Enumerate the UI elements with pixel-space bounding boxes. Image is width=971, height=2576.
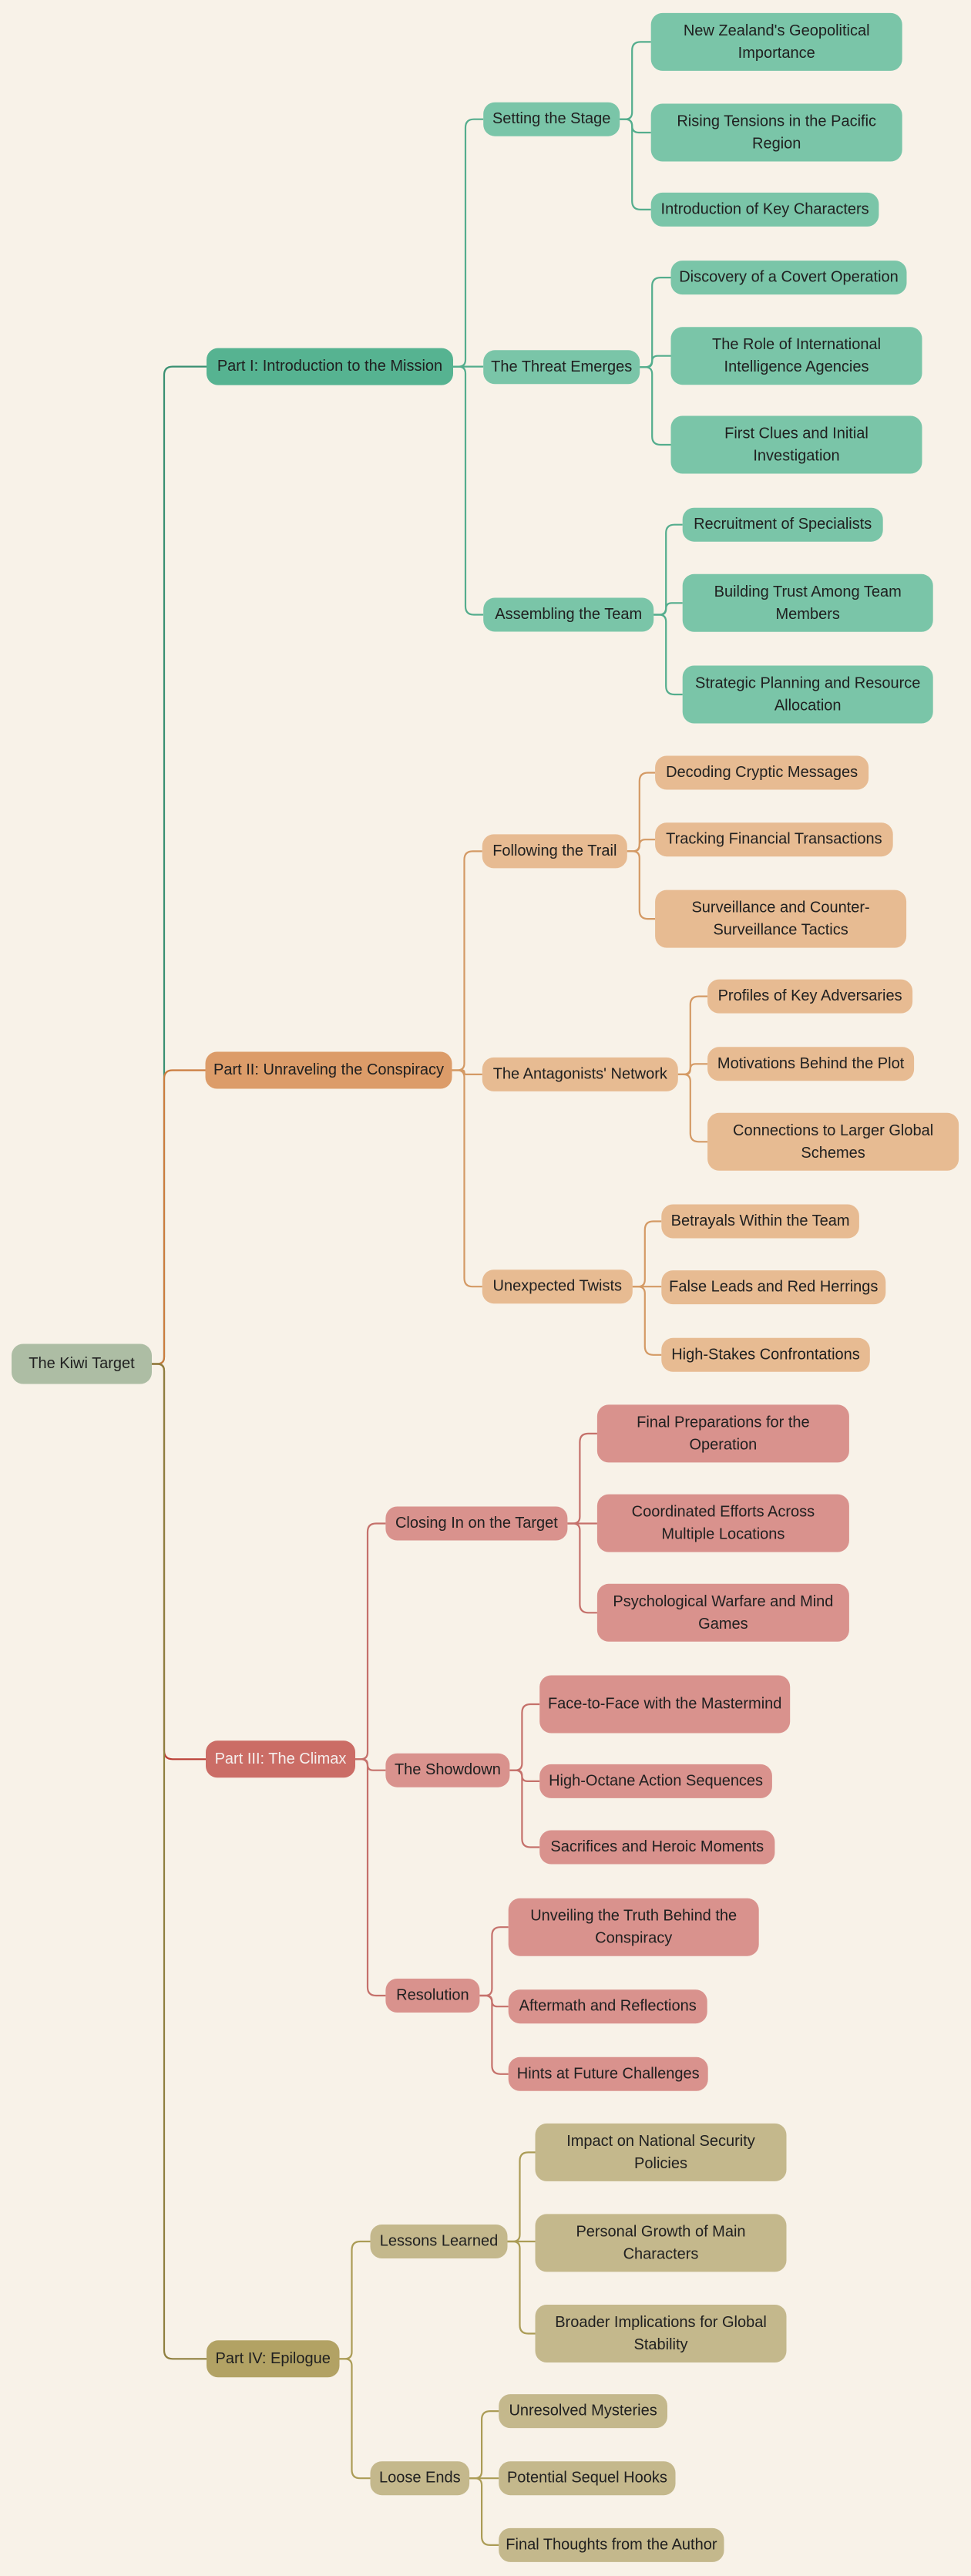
- svg-text:Impact on National Security: Impact on National Security: [566, 2133, 755, 2150]
- svg-text:Setting the Stage: Setting the Stage: [492, 110, 610, 127]
- svg-text:Broader Implications for Globa: Broader Implications for Global: [555, 2314, 767, 2331]
- svg-text:Conspiracy: Conspiracy: [595, 1930, 672, 1947]
- svg-text:Tracking Financial Transaction: Tracking Financial Transactions: [666, 831, 882, 848]
- svg-text:Introduction of Key Characters: Introduction of Key Characters: [661, 200, 869, 217]
- svg-text:Games: Games: [698, 1616, 748, 1633]
- svg-text:High-Stakes Confrontations: High-Stakes Confrontations: [671, 1346, 860, 1363]
- svg-text:Betrayals Within the Team: Betrayals Within the Team: [671, 1212, 850, 1229]
- svg-text:New Zealand's Geopolitical: New Zealand's Geopolitical: [684, 22, 870, 39]
- svg-text:Surveillance Tactics: Surveillance Tactics: [713, 922, 848, 939]
- svg-text:False Leads and Red Herrings: False Leads and Red Herrings: [669, 1279, 878, 1296]
- svg-text:Strategic Planning and Resourc: Strategic Planning and Resource: [695, 675, 920, 692]
- svg-text:Face-to-Face with the Mastermi: Face-to-Face with the Mastermind: [548, 1696, 781, 1713]
- svg-text:Unexpected Twists: Unexpected Twists: [493, 1278, 623, 1295]
- svg-text:Following the Trail: Following the Trail: [492, 842, 617, 859]
- svg-text:Allocation: Allocation: [774, 698, 842, 715]
- svg-text:Multiple Locations: Multiple Locations: [661, 1526, 785, 1543]
- svg-text:Rising Tensions in the Pacific: Rising Tensions in the Pacific: [677, 113, 876, 130]
- svg-text:Connections to Larger Global: Connections to Larger Global: [733, 1122, 933, 1139]
- svg-text:Characters: Characters: [623, 2245, 699, 2262]
- svg-text:Unresolved Mysteries: Unresolved Mysteries: [509, 2403, 657, 2420]
- svg-text:The Antagonists' Network: The Antagonists' Network: [493, 1065, 668, 1082]
- svg-text:Aftermath and Reflections: Aftermath and Reflections: [519, 1998, 697, 2015]
- svg-text:Intelligence Agencies: Intelligence Agencies: [724, 358, 869, 375]
- svg-text:Schemes: Schemes: [801, 1145, 865, 1162]
- svg-text:The Kiwi Target: The Kiwi Target: [29, 1355, 135, 1372]
- svg-text:Stability: Stability: [633, 2336, 687, 2353]
- svg-text:Loose Ends: Loose Ends: [379, 2470, 461, 2487]
- svg-text:Discovery of a Covert Operatio: Discovery of a Covert Operation: [679, 269, 899, 286]
- svg-text:Potential Sequel Hooks: Potential Sequel Hooks: [507, 2470, 667, 2487]
- svg-text:Lessons Learned: Lessons Learned: [380, 2233, 498, 2250]
- svg-text:Closing In on the Target: Closing In on the Target: [395, 1515, 558, 1532]
- svg-text:Investigation: Investigation: [753, 448, 839, 465]
- svg-text:Coordinated Efforts Across: Coordinated Efforts Across: [632, 1504, 815, 1521]
- svg-text:Operation: Operation: [689, 1436, 757, 1453]
- svg-text:Motivations Behind the Plot: Motivations Behind the Plot: [717, 1055, 905, 1072]
- svg-text:Building Trust Among Team: Building Trust Among Team: [714, 583, 902, 600]
- svg-text:Profiles of Key Adversaries: Profiles of Key Adversaries: [718, 987, 902, 1004]
- svg-text:Hints at Future Challenges: Hints at Future Challenges: [517, 2065, 700, 2082]
- svg-text:Final Preparations for the: Final Preparations for the: [637, 1414, 810, 1431]
- svg-text:The Showdown: The Showdown: [395, 1761, 501, 1778]
- svg-text:High-Octane Action Sequences: High-Octane Action Sequences: [549, 1772, 763, 1789]
- svg-text:Recruitment of Specialists: Recruitment of Specialists: [694, 516, 872, 533]
- svg-text:Psychological Warfare and Mind: Psychological Warfare and Mind: [613, 1593, 833, 1610]
- svg-text:Decoding Cryptic Messages: Decoding Cryptic Messages: [666, 764, 858, 781]
- svg-text:Part IV: Epilogue: Part IV: Epilogue: [216, 2350, 331, 2367]
- svg-text:First Clues and Initial: First Clues and Initial: [724, 425, 869, 442]
- svg-text:Importance: Importance: [738, 45, 815, 62]
- svg-text:Part I: Introduction to the Mi: Part I: Introduction to the Mission: [217, 358, 442, 375]
- svg-text:Personal Growth of Main: Personal Growth of Main: [576, 2223, 745, 2240]
- svg-text:Surveillance and Counter-: Surveillance and Counter-: [691, 900, 869, 916]
- svg-text:Resolution: Resolution: [396, 1987, 469, 2004]
- svg-text:Unveiling the Truth Behind the: Unveiling the Truth Behind the: [530, 1908, 737, 1925]
- svg-text:Assembling the Team: Assembling the Team: [495, 606, 642, 623]
- svg-text:Part III: The Climax: Part III: The Climax: [215, 1750, 347, 1767]
- svg-text:Region: Region: [752, 136, 801, 153]
- svg-text:The Role of International: The Role of International: [712, 336, 881, 353]
- svg-text:Final Thoughts from the Author: Final Thoughts from the Author: [506, 2536, 717, 2553]
- svg-text:The Threat Emerges: The Threat Emerges: [491, 358, 632, 375]
- svg-text:Sacrifices and Heroic Moments: Sacrifices and Heroic Moments: [550, 1838, 764, 1855]
- svg-text:Members: Members: [776, 606, 840, 623]
- svg-text:Part II: Unraveling the Conspi: Part II: Unraveling the Conspiracy: [213, 1061, 444, 1078]
- svg-text:Policies: Policies: [634, 2155, 687, 2172]
